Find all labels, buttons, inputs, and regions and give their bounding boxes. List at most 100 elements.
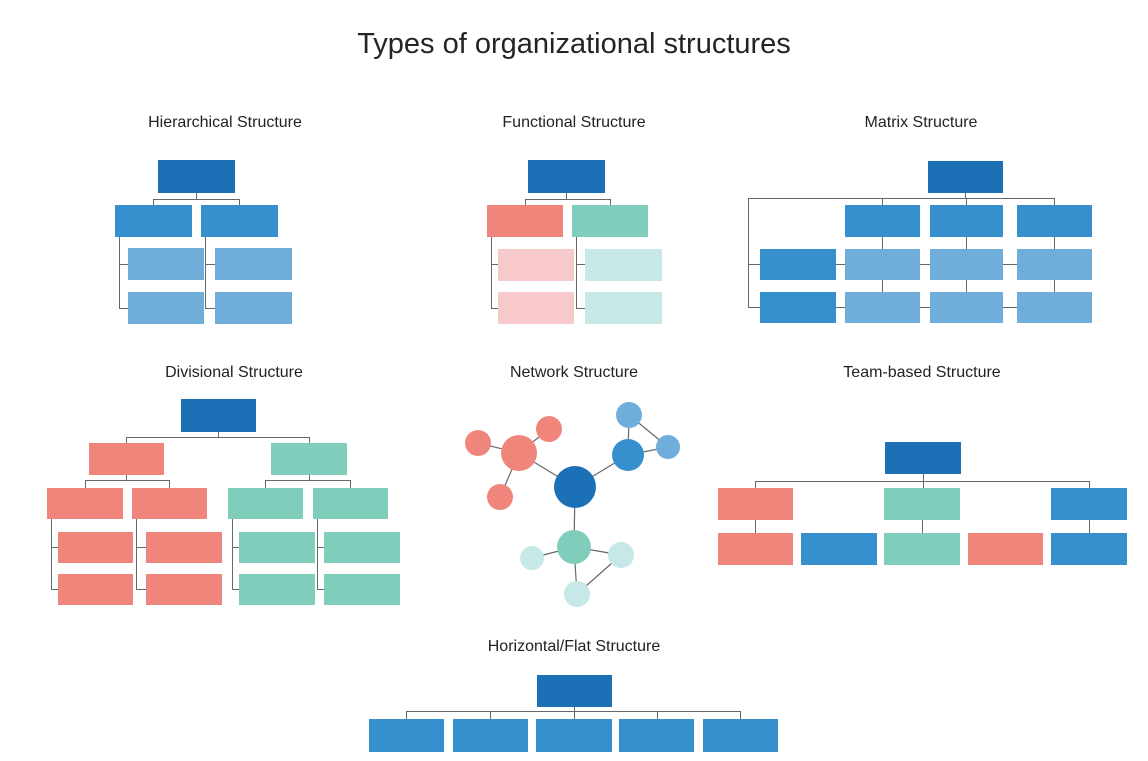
connector: [309, 475, 310, 480]
connector: [576, 264, 585, 265]
network-node: [557, 530, 591, 564]
network-node: [487, 484, 513, 510]
org-box: [132, 488, 207, 519]
connector: [265, 480, 266, 488]
org-box: [58, 532, 133, 563]
network-node: [465, 430, 491, 456]
org-box: [239, 532, 315, 563]
org-box: [498, 249, 574, 281]
org-box: [498, 292, 574, 324]
org-box: [801, 533, 877, 565]
org-box: [928, 161, 1003, 193]
org-box: [324, 532, 400, 563]
org-box: [146, 574, 222, 605]
org-box: [89, 443, 164, 475]
connector: [126, 437, 127, 443]
network-node: [564, 581, 590, 607]
org-box: [1017, 292, 1092, 323]
org-box: [215, 248, 292, 280]
connector: [317, 547, 324, 548]
org-box: [1017, 205, 1092, 237]
connector: [205, 264, 215, 265]
org-box: [536, 719, 612, 752]
connector: [136, 519, 137, 590]
network-node: [656, 435, 680, 459]
org-box: [324, 574, 400, 605]
connector: [1089, 481, 1090, 488]
connector: [491, 308, 498, 309]
connector: [126, 475, 127, 480]
connector: [740, 711, 741, 719]
connector: [525, 199, 611, 200]
org-box: [885, 442, 961, 474]
hierarchical-structure-label: Hierarchical Structure: [148, 114, 302, 131]
org-box: [528, 160, 605, 193]
connector: [265, 480, 351, 481]
connector: [51, 589, 58, 590]
org-box: [845, 292, 920, 323]
org-box: [228, 488, 303, 519]
org-box: [930, 205, 1003, 237]
org-box: [703, 719, 778, 752]
divisional-structure-label: Divisional Structure: [165, 364, 303, 381]
org-box: [619, 719, 694, 752]
network-structure-label: Network Structure: [509, 364, 639, 381]
horizontal-flat-structure-label: Horizontal/Flat Structure: [487, 638, 661, 655]
connector: [748, 198, 1055, 199]
network-node: [616, 402, 642, 428]
network-node: [501, 435, 537, 471]
connector: [406, 711, 407, 719]
connector: [491, 264, 498, 265]
network-hub-node: [554, 466, 596, 508]
org-box: [128, 292, 204, 324]
org-box: [1051, 533, 1127, 565]
network-graph: [465, 402, 680, 607]
team-based-structure-label: Team-based Structure: [843, 364, 1001, 381]
connector: [51, 519, 52, 590]
org-box: [572, 205, 648, 237]
org-box: [718, 533, 793, 565]
org-box: [884, 488, 960, 520]
org-box: [146, 532, 222, 563]
connector: [576, 237, 577, 308]
connector: [205, 308, 215, 309]
org-box: [760, 249, 836, 280]
connector: [136, 547, 146, 548]
org-box: [369, 719, 444, 752]
org-box: [181, 399, 256, 432]
connector: [755, 481, 756, 488]
connector: [153, 199, 240, 200]
org-box: [47, 488, 123, 519]
org-box: [718, 488, 793, 520]
org-box: [1051, 488, 1127, 520]
connector: [119, 264, 128, 265]
org-box: [585, 249, 662, 281]
org-box: [1017, 249, 1092, 280]
connector: [218, 432, 219, 437]
org-box: [845, 249, 920, 280]
connector: [205, 237, 206, 308]
org-box: [930, 292, 1003, 323]
connector: [317, 519, 318, 590]
org-box: [487, 205, 563, 237]
connector: [490, 711, 491, 719]
org-box: [215, 292, 292, 324]
connector: [309, 437, 310, 443]
network-node: [536, 416, 562, 442]
connector: [196, 193, 197, 199]
connector: [350, 480, 351, 488]
connector: [574, 711, 575, 719]
connector: [406, 711, 741, 712]
connector: [232, 519, 233, 590]
org-box: [930, 249, 1003, 280]
page-title: Types of organizational structures: [357, 28, 791, 60]
connector: [566, 193, 567, 199]
connector: [491, 237, 492, 308]
connector: [525, 199, 526, 205]
org-box: [453, 719, 528, 752]
org-box: [585, 292, 662, 324]
connector: [51, 547, 58, 548]
network-node: [520, 546, 544, 570]
connector: [657, 711, 658, 719]
